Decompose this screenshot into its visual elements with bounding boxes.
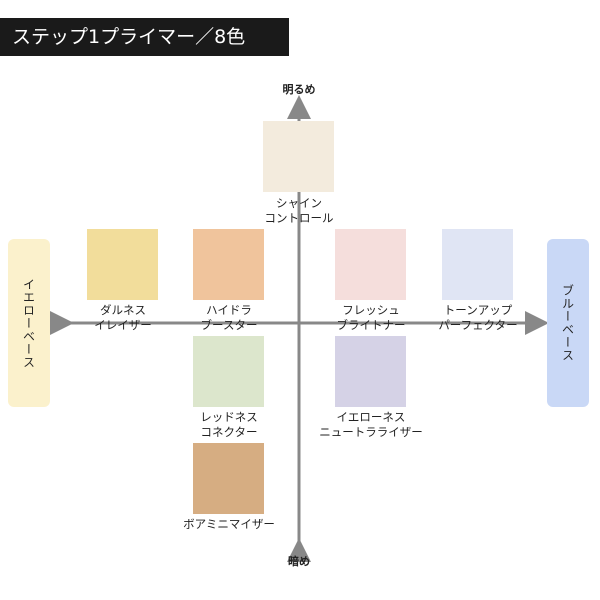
label-line: イエローネス [336, 410, 406, 424]
label-hydra-booster: ハイドラ ブースター [164, 303, 294, 333]
label-line: イレイザー [94, 318, 152, 332]
swatch-yellowness-neutralizer [335, 336, 406, 407]
axis-label-bottom: 暗め [288, 555, 310, 568]
label-dullness-eraser: ダルネス イレイザー [58, 303, 188, 333]
label-line: ボアミニマイザー [183, 517, 275, 531]
axis-label-top: 明るめ [282, 83, 316, 96]
label-line: パーフェクター [438, 318, 518, 332]
label-line: ブライトナー [336, 318, 406, 332]
swatch-pore-minimizer [193, 443, 264, 514]
label-line: コネクター [200, 425, 258, 439]
swatch-tone-up-perfector [442, 229, 513, 300]
label-redness-connector: レッドネス コネクター [164, 410, 294, 440]
yellow-base-label: イエローベース [21, 277, 36, 369]
blue-base-label: ブルーベース [560, 284, 575, 362]
label-fresh-brightener: フレッシュ ブライトナー [306, 303, 436, 333]
label-line: ニュートラライザー [319, 425, 423, 439]
swatch-redness-connector [193, 336, 264, 407]
swatch-hydra-booster [193, 229, 264, 300]
yellow-base-bar: イエローベース [8, 239, 50, 407]
swatch-shine-control [263, 121, 334, 192]
label-tone-up-perfector: トーンアップ パーフェクター [413, 303, 543, 333]
label-pore-minimizer: ボアミニマイザー [164, 517, 294, 532]
label-shine-control: シャイン コントロール [234, 196, 364, 226]
label-yellowness-neutralizer: イエローネス ニュートラライザー [306, 410, 436, 440]
label-line: ブースター [200, 318, 258, 332]
label-line: ハイドラ [206, 303, 252, 317]
swatch-dullness-eraser [87, 229, 158, 300]
label-line: トーンアップ [443, 303, 513, 317]
swatch-fresh-brightener [335, 229, 406, 300]
label-line: コントロール [264, 211, 334, 225]
label-line: レッドネス [200, 410, 258, 424]
label-line: シャイン [276, 196, 322, 210]
label-line: フレッシュ [342, 303, 400, 317]
page-title: ステップ1プライマー／8色 [0, 18, 289, 56]
label-line: ダルネス [100, 303, 146, 317]
blue-base-bar: ブルーベース [547, 239, 589, 407]
